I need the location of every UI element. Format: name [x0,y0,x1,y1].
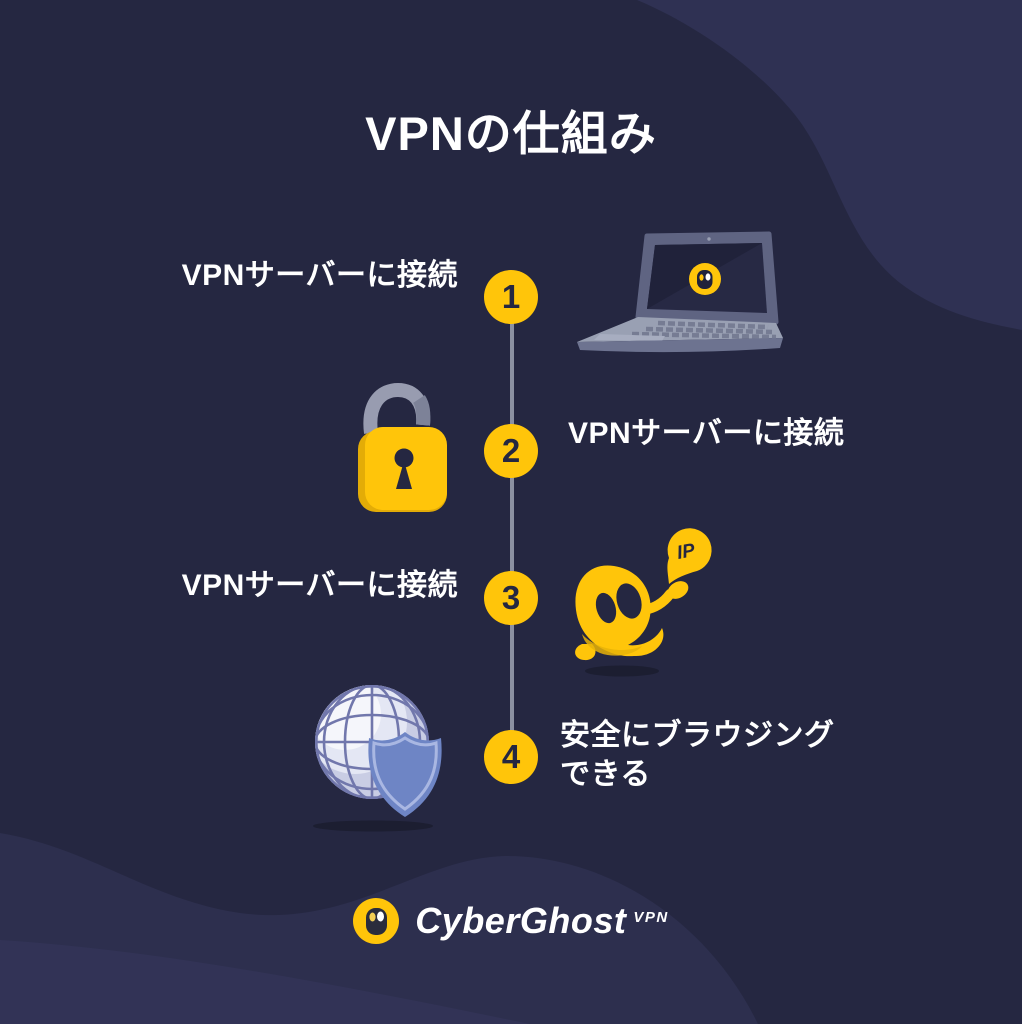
step-1-label: VPNサーバーに接続 [181,259,458,292]
step-4-label: 安全にブラウジング できる [560,719,835,791]
ghost-body [575,565,664,657]
webcam-dot [707,237,711,241]
laptop-icon [577,231,783,353]
globe-shield-icon [313,685,442,832]
ghost-curl [575,644,596,661]
keyboard-keys [631,320,777,340]
ip-pin [667,528,712,584]
keyhole [394,448,414,489]
cyberghost-icon [353,898,400,944]
brand-logo: CyberGhost VPN [0,898,1022,944]
screen-ghost-logo [689,263,721,295]
step-2-number-badge: 2 [484,424,538,478]
step-3-number-badge: 3 [484,571,538,625]
page-title: VPNの仕組み [365,107,657,161]
shield [368,732,442,817]
ghost-shadow [585,665,659,677]
padlock-icon [358,383,447,512]
step-1-number-badge: 1 [484,270,538,324]
step-4-number: 4 [501,738,521,775]
timeline-line [510,297,514,757]
trackpad [594,334,665,341]
step-3-number: 3 [501,579,521,616]
ghost-ip-icon: IP [575,528,712,677]
ghost-eye-right [616,583,642,619]
step-2-number: 2 [501,432,521,469]
step-2-label: VPNサーバーに接続 [568,417,845,450]
ip-pin-label: IP [675,540,697,564]
globe-shadow [313,820,433,832]
brand-name: CyberGhost [415,900,627,941]
step-1-number: 1 [501,278,521,315]
wave-top-right [637,0,1022,330]
brand-suffix: VPN [633,908,669,926]
step-4-number-badge: 4 [484,730,538,784]
ghost-eye-left [595,592,617,624]
wave-bottom-light [0,940,530,1024]
step-3-label: VPNサーバーに接続 [181,569,458,602]
ghost-hand [667,581,689,599]
